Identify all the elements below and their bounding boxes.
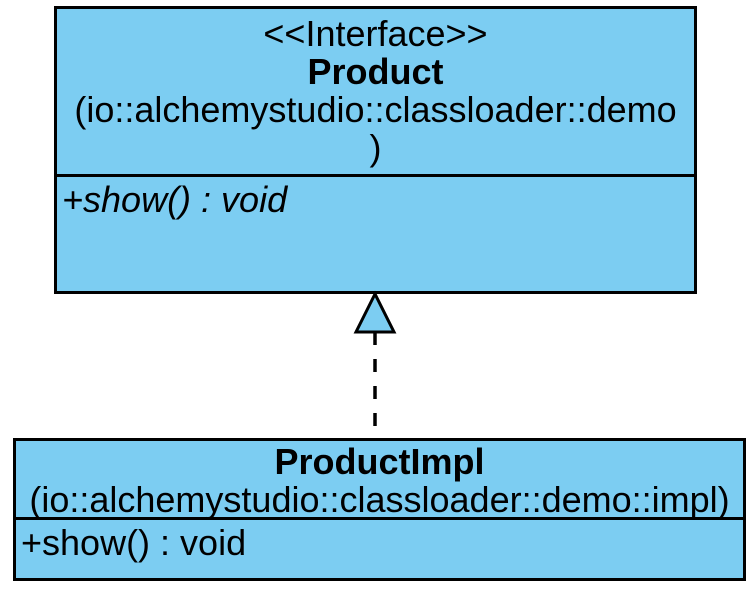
impl-name-compartment: ProductImpl (io::alchemystudio::classloa… (16, 441, 743, 520)
interface-product-node[interactable]: <<Interface>> Product (io::alchemystudio… (54, 6, 697, 294)
impl-name: ProductImpl (274, 441, 485, 482)
impl-operation-show: +show() : void (21, 522, 247, 563)
hollow-triangle-arrowhead-icon (353, 290, 397, 334)
interface-name-compartment: <<Interface>> Product (io::alchemystudio… (57, 9, 694, 177)
productimpl-class-node[interactable]: ProductImpl (io::alchemystudio::classloa… (13, 438, 746, 581)
impl-package: (io::alchemystudio::classloader::demo::i… (29, 479, 730, 520)
interface-package-line1: (io::alchemystudio::classloader::demo (74, 89, 677, 130)
interface-operations-compartment: +show() : void (57, 177, 694, 288)
interface-operation-show: +show() : void (62, 179, 288, 220)
interface-package-line2: ) (369, 127, 382, 168)
interface-name: Product (307, 51, 444, 92)
impl-operations-compartment: +show() : void (16, 520, 743, 575)
stereotype-label: <<Interface>> (263, 13, 488, 54)
